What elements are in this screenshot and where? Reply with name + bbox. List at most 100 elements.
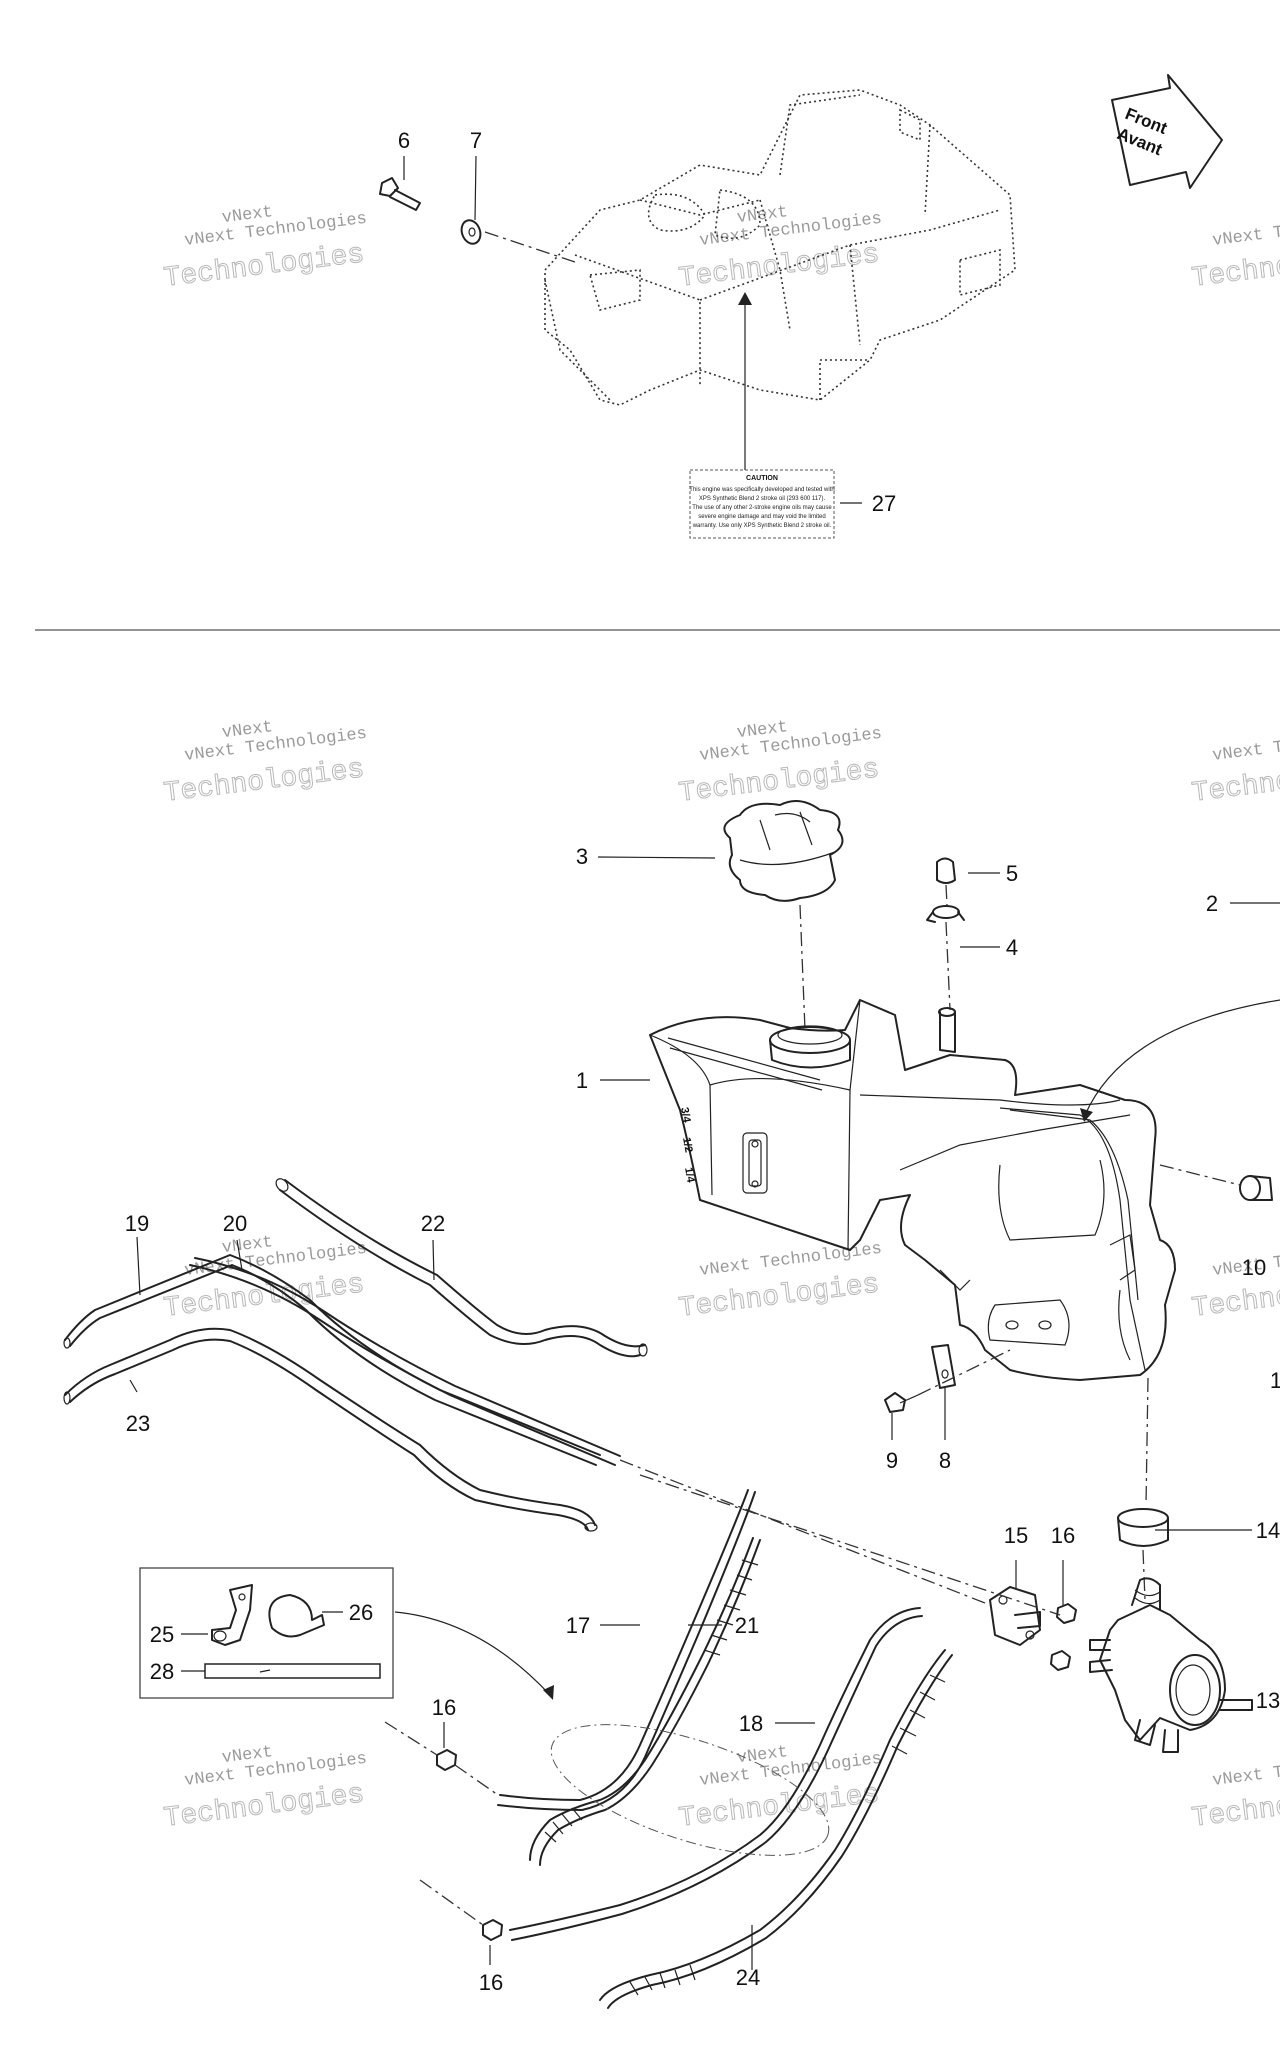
watermark-text: vNext Technologies <box>1211 1750 1280 1791</box>
watermark: vNext Technologies Technologies vNext <box>162 1743 368 1835</box>
grommet-axis-line <box>1159 1164 1241 1186</box>
callout-3: 3 <box>576 844 588 869</box>
clip-part-26 <box>268 1594 325 1638</box>
callout-20: 20 <box>223 1211 247 1236</box>
bolt-part-9 <box>884 1392 919 1413</box>
watermark: vNext Technologies Technologies <box>1190 210 1280 295</box>
watermark: vNext Technologies Technologies vNext <box>162 203 368 295</box>
watermark: vNext Technologies Technologies <box>1190 725 1280 810</box>
caution-title: CAUTION <box>746 475 778 482</box>
oil-line-part-20 <box>189 1257 621 1466</box>
callout-17: 17 <box>566 1613 590 1638</box>
callout-28: 28 <box>150 1659 174 1684</box>
arrowhead-icon <box>738 292 752 305</box>
nut-part-16 <box>482 1919 503 1941</box>
caution-line: The use of any other 2-stroke engine oil… <box>692 505 832 511</box>
watermark-text: vNext Technologies <box>1211 725 1280 766</box>
callout-21: 21 <box>735 1613 759 1638</box>
caution-line: severe engine damage and may void the li… <box>698 514 825 520</box>
vent-cap-part-5 <box>936 857 956 884</box>
hose-clamp-part-4 <box>926 905 965 923</box>
callout-27: 27 <box>872 491 896 516</box>
caution-line: XPS Synthetic Blend 2 stroke oil (293 60… <box>699 496 826 502</box>
front-direction-arrow: Front Avant <box>1111 74 1223 189</box>
callout-18: 18 <box>739 1711 763 1736</box>
callout-13: 13 <box>1256 1688 1280 1713</box>
oil-pump-part-13 <box>1089 1577 1253 1753</box>
bracket-part-15 <box>989 1586 1041 1646</box>
bracket-clip-part-25 <box>211 1584 253 1646</box>
callout-22: 22 <box>421 1211 445 1236</box>
washer-part-7 <box>460 219 482 245</box>
grommet-part-10 <box>1239 1175 1273 1201</box>
bolt-part-6 <box>379 177 421 211</box>
callout-19: 19 <box>125 1211 149 1236</box>
hose-axis-line <box>619 1459 991 1606</box>
inset-leader-arrow <box>394 1611 551 1696</box>
callout-2: 2 <box>1206 891 1218 916</box>
chassis-outline <box>544 89 1016 406</box>
watermark: vNext Technologies Technologies vNext <box>677 718 883 810</box>
caution-decal-part-27: CAUTION This engine was specifically dev… <box>689 469 835 539</box>
vent-axis-line-2 <box>945 921 951 1011</box>
nut-part-16 <box>1050 1603 1077 1671</box>
callout-23: 23 <box>126 1411 150 1436</box>
tank-level-mark: 1/2 <box>680 1136 694 1153</box>
callout-9: 9 <box>886 1448 898 1473</box>
inset-box <box>139 1567 394 1699</box>
tank-level-mark: 3/4 <box>678 1106 693 1124</box>
oil-line-part-24 <box>599 1649 953 2009</box>
nut-axis-line-3 <box>419 1879 484 1926</box>
callout-24: 24 <box>736 1965 760 1990</box>
callout-11-partial: 1 <box>1270 1368 1280 1393</box>
callout-10: 10 <box>1242 1255 1266 1280</box>
fastener-axis-line <box>484 231 576 263</box>
vent-axis-line <box>945 884 948 906</box>
callout-25: 25 <box>150 1622 174 1647</box>
oil-line-part-23 <box>63 1327 598 1532</box>
caution-line: This engine was specifically developed a… <box>689 487 834 493</box>
oil-tank-part-1: 3/4 1/2 1/4 <box>649 999 1176 1381</box>
watermark-text: vNext Technologies <box>1211 210 1280 251</box>
watermark: vNext Technologies Technologies <box>677 1240 883 1325</box>
callout-7: 7 <box>470 128 482 153</box>
callout-26: 26 <box>349 1600 373 1625</box>
routing-area-outline <box>550 1724 830 1856</box>
arrowhead-icon <box>543 1685 554 1700</box>
callout-numbers: 6 7 27 3 5 4 2 1 10 1 9 8 14 13 15 16 19… <box>125 128 1280 1995</box>
callout-4: 4 <box>1006 935 1018 960</box>
watermark: vNext Technologies Technologies vNext <box>677 1743 883 1835</box>
arrowhead-icon <box>1080 1108 1093 1122</box>
watermark: vNext Technologies Technologies <box>1190 1240 1280 1325</box>
callout-14: 14 <box>1256 1518 1280 1543</box>
callout-16: 16 <box>1051 1523 1075 1548</box>
hose-axis-line-2 <box>639 1474 1061 1616</box>
callout-leaders <box>129 155 1280 1970</box>
callout-15: 15 <box>1004 1523 1028 1548</box>
watermark: vNext Technologies Technologies <box>1190 1750 1280 1835</box>
filler-cap-part-3 <box>723 800 844 902</box>
bolt-axis-line <box>917 1349 1011 1396</box>
watermark: vNext Technologies Technologies vNext <box>162 718 368 810</box>
pump-axis-line <box>1145 1377 1149 1506</box>
callout-16: 16 <box>479 1970 503 1995</box>
oil-line-part-17 <box>497 1489 756 1811</box>
watermark: vNext Technologies Technologies vNext <box>162 1233 368 1325</box>
nut-part-16 <box>436 1749 457 1771</box>
nut-axis-line-2 <box>454 1764 499 1796</box>
callout-5: 5 <box>1006 861 1018 886</box>
cap-axis-line <box>799 904 806 1031</box>
retainer-plate-part-8 <box>931 1344 956 1389</box>
callout-16: 16 <box>432 1695 456 1720</box>
oil-line-part-18 <box>509 1607 923 1941</box>
callout-6: 6 <box>398 128 410 153</box>
callout-8: 8 <box>939 1448 951 1473</box>
caution-line: warranty. Use only XPS Synthetic Blend 2… <box>692 523 832 529</box>
nut-axis-line <box>384 1721 438 1756</box>
pump-axis-line-2 <box>1142 1549 1146 1601</box>
clamp-part-14 <box>1117 1508 1169 1547</box>
part-2-leader-arrow <box>1084 999 1280 1116</box>
oil-line-part-22 <box>275 1178 648 1358</box>
tank-level-mark: 1/4 <box>682 1166 697 1184</box>
